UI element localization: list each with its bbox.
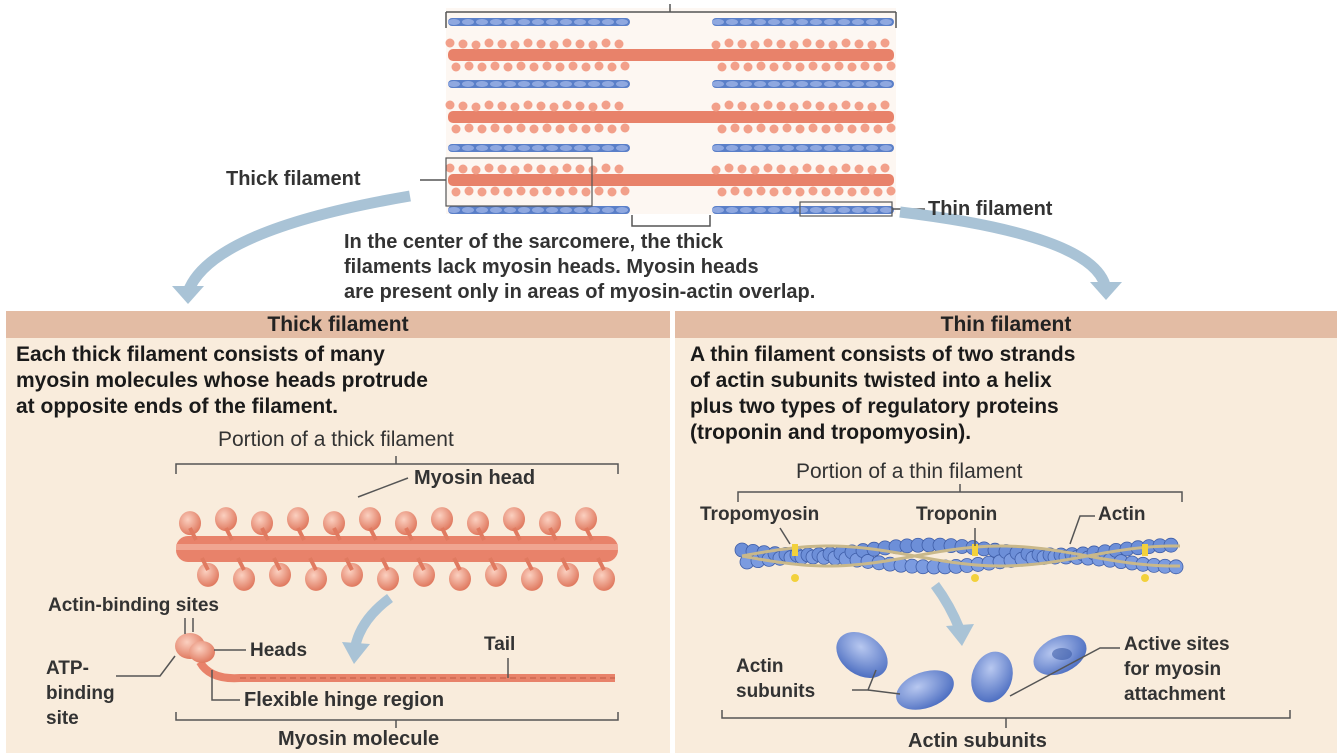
tropomyosin-label: Tropomyosin (700, 504, 819, 526)
actin-subunits-label-line-2: subunits (736, 681, 815, 703)
thin-description-line-4: (troponin and tropomyosin). (690, 420, 971, 446)
center-note-line-3: are present only in areas of myosin-acti… (344, 281, 815, 304)
thin-filament-illustration (735, 538, 1183, 582)
sarcomere-thin-filament (448, 206, 630, 214)
thin-description-line-1: A thin filament consists of two strands (690, 342, 1075, 368)
thin-filament-label: Thin filament (928, 198, 1052, 221)
active-sites-label-line-1: Active sites (1124, 634, 1230, 656)
right-curved-arrow (900, 212, 1105, 285)
actin-subunits-bottom-label: Actin subunits (908, 730, 1047, 753)
myosin-molecule-illustration (175, 633, 615, 678)
atp-label-line-2: binding (46, 683, 115, 705)
sarcomere-thin-filament (712, 80, 894, 88)
active-sites-label-line-3: attachment (1124, 684, 1225, 706)
center-note-line-2: filaments lack myosin heads. Myosin head… (344, 256, 759, 279)
actin-subunits-label-line-1: Actin (736, 656, 784, 678)
tail-label: Tail (484, 634, 515, 656)
active-sites-label-line-2: for myosin (1124, 659, 1221, 681)
heads-label: Heads (250, 640, 307, 662)
thin-portion-label: Portion of a thin filament (796, 460, 1022, 484)
thin-description-line-3: plus two types of regulatory proteins (690, 394, 1059, 420)
sarcomere-thin-filament (448, 80, 630, 88)
actin-binding-sites-label: Actin-binding sites (48, 595, 219, 617)
center-note-line-1: In the center of the sarcomere, the thic… (344, 231, 723, 254)
flexible-hinge-label: Flexible hinge region (244, 689, 444, 712)
thick-filament-illustration (176, 507, 618, 591)
sarcomere-thin-filament (712, 206, 894, 214)
sarcomere-thin-filament (448, 18, 630, 26)
atp-label-line-1: ATP- (46, 658, 89, 680)
thin-description-line-2: of actin subunits twisted into a helix (690, 368, 1052, 394)
thick-description-line-1: Each thick filament consists of many (16, 342, 385, 368)
sarcomere-thin-filament (712, 144, 894, 152)
myosin-molecule-label: Myosin molecule (278, 728, 439, 751)
thick-portion-label: Portion of a thick filament (218, 428, 454, 452)
sarcomere-illustration (420, 4, 925, 226)
actin-label: Actin (1098, 504, 1146, 526)
troponin-label: Troponin (916, 504, 997, 526)
thick-filament-label: Thick filament (226, 168, 360, 191)
atp-label-line-3: site (46, 708, 79, 730)
sarcomere-thin-filament (712, 18, 894, 26)
myosin-head-label: Myosin head (414, 467, 535, 490)
thick-description-line-3: at opposite ends of the filament. (16, 394, 338, 420)
thick-description-line-2: myosin molecules whose heads protrude (16, 368, 428, 394)
sarcomere-thin-filament (448, 144, 630, 152)
